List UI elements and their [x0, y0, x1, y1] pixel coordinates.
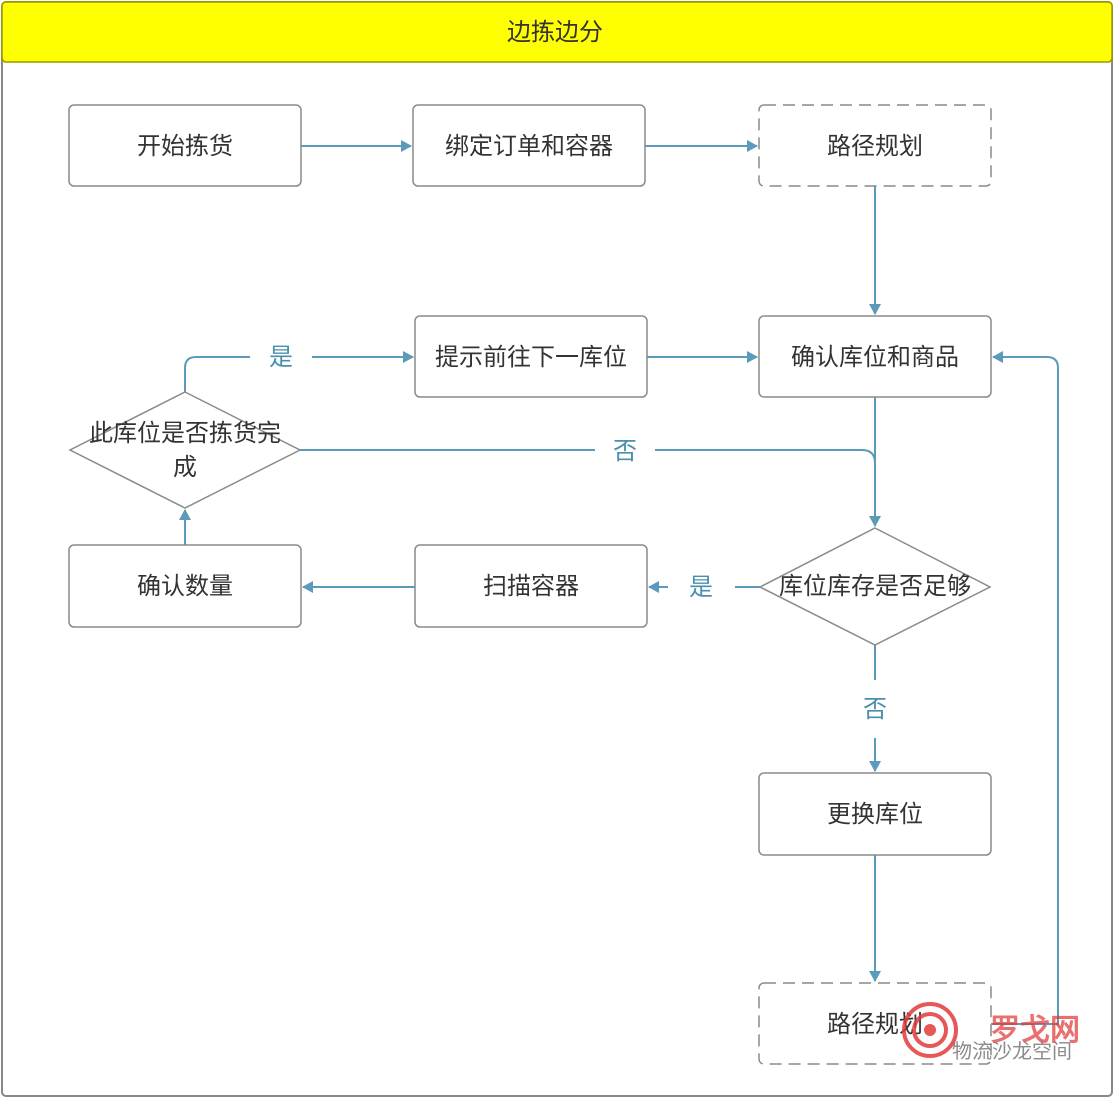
svg-text:库位库存是否足够: 库位库存是否足够: [779, 572, 971, 600]
node-bind[interactable]: 绑定订单和容器: [412, 104, 646, 187]
svg-text:罗戈网: 罗戈网: [990, 1013, 1080, 1048]
edge-route-loop: [991, 351, 1059, 1025]
swimlane-header: [1, 1, 1113, 63]
node-next-location[interactable]: 提示前往下一库位: [414, 315, 648, 398]
node-confirm-qty[interactable]: 确认数量: [68, 544, 302, 628]
svg-text:确认数量: 确认数量: [137, 572, 233, 600]
label-yes-2: 是: [689, 573, 713, 601]
edge-done-yes: [184, 357, 413, 392]
svg-text:路径规划: 路径规划: [827, 132, 923, 160]
node-route-plan-1[interactable]: 路径规划: [758, 104, 992, 187]
node-location-done-decision[interactable]: 此库位是否拣货完 成: [68, 391, 302, 509]
label-yes-1: 是: [269, 343, 293, 371]
svg-text:开始拣货: 开始拣货: [137, 132, 233, 160]
edges: [179, 140, 1059, 1025]
svg-text:物流沙龙空间: 物流沙龙空间: [952, 1039, 1072, 1063]
watermark-logo: 罗戈网 物流沙龙空间: [902, 1002, 1080, 1063]
label-no-1: 否: [613, 437, 637, 465]
node-scan-container[interactable]: 扫描容器: [414, 544, 648, 628]
node-confirm-location[interactable]: 确认库位和商品: [758, 315, 992, 398]
node-stock-enough-decision[interactable]: 库位库存是否足够: [758, 527, 992, 646]
svg-text:提示前往下一库位: 提示前往下一库位: [435, 343, 627, 371]
node-change-location[interactable]: 更换库位: [758, 772, 992, 856]
swimlane-title: 边拣边分: [507, 18, 603, 46]
svg-text:成: 成: [173, 453, 197, 481]
svg-text:更换库位: 更换库位: [827, 800, 923, 828]
node-start[interactable]: 开始拣货: [68, 104, 302, 187]
svg-text:绑定订单和容器: 绑定订单和容器: [445, 132, 613, 160]
edge-done-no: [300, 449, 876, 464]
svg-text:扫描容器: 扫描容器: [483, 572, 579, 600]
svg-text:此库位是否拣货完: 此库位是否拣货完: [89, 419, 281, 447]
svg-text:确认库位和商品: 确认库位和商品: [791, 343, 959, 371]
label-no-2: 否: [863, 695, 887, 723]
